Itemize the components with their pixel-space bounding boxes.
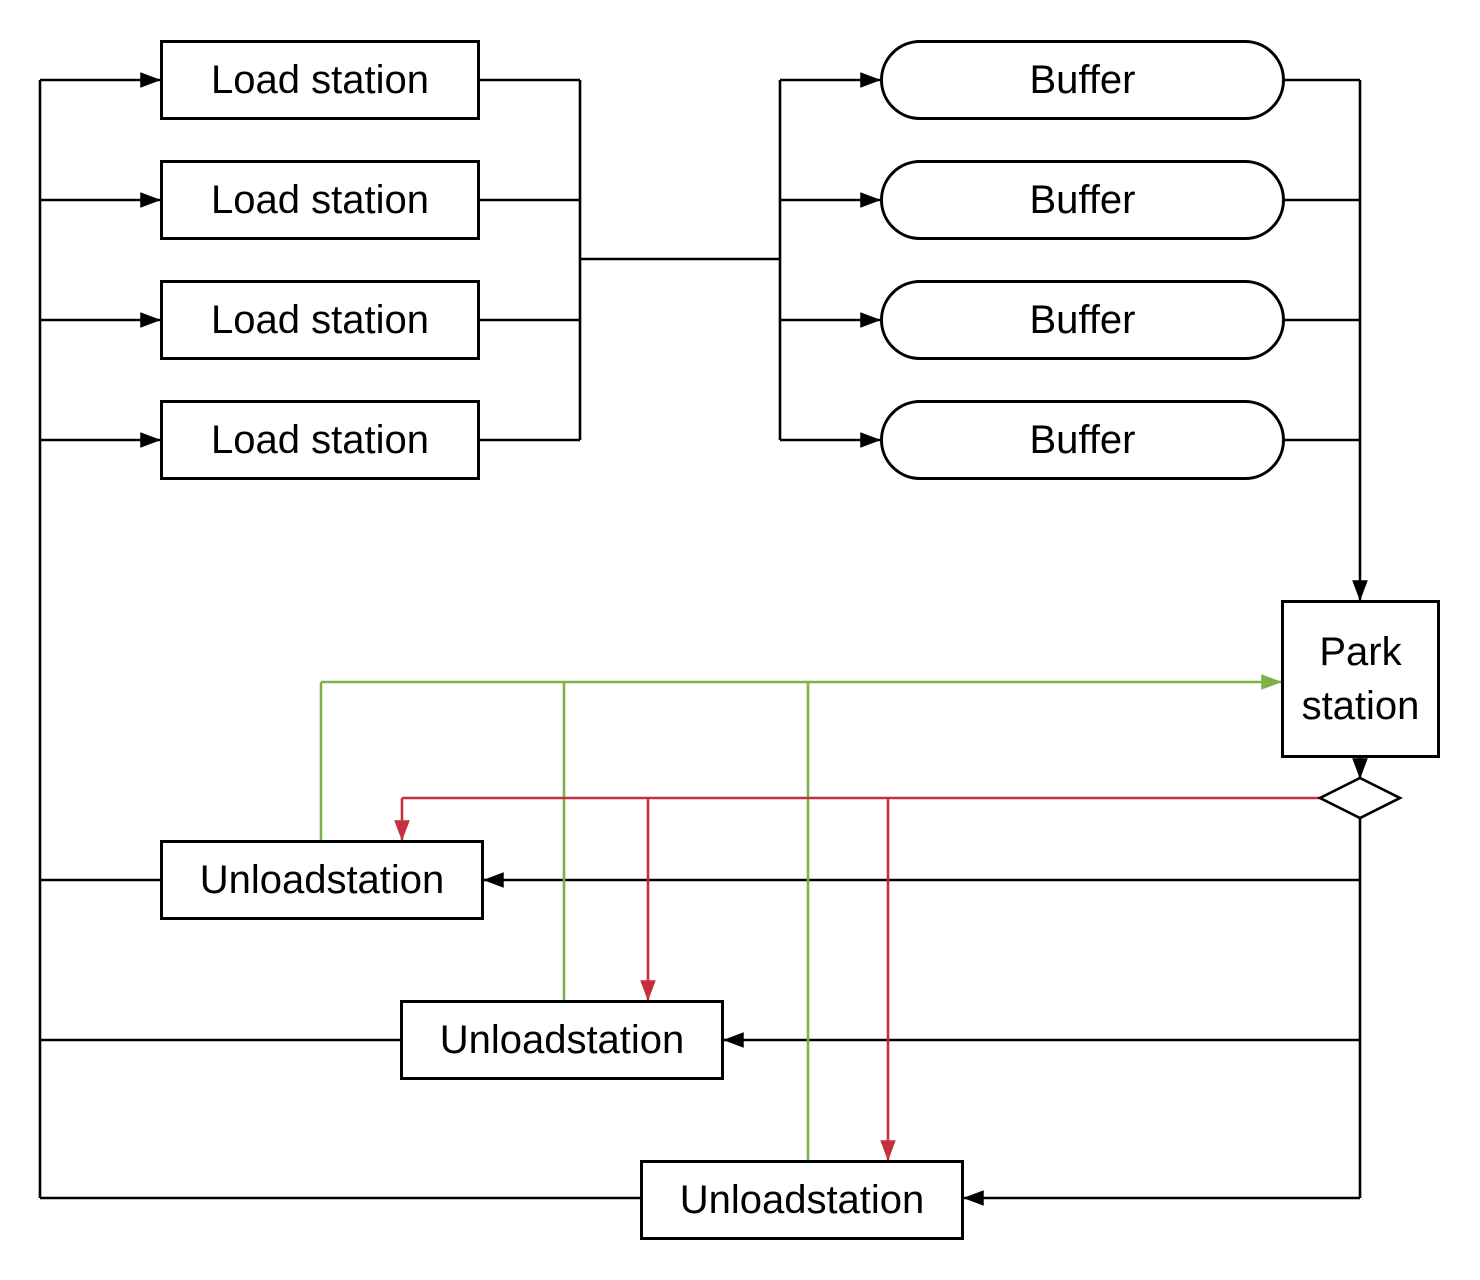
node-unload-station-1: Unloadstation: [160, 840, 484, 920]
node-buffer-4: Buffer: [880, 400, 1285, 480]
node-load-station-2: Load station: [160, 160, 480, 240]
decision-diamond: [1317, 776, 1403, 820]
node-buffer-3: Buffer: [880, 280, 1285, 360]
red-edges: [394, 796, 1322, 1162]
node-unload-station-2: Unloadstation: [400, 1000, 724, 1080]
node-load-station-1: Load station: [160, 40, 480, 120]
green-edges: [319, 674, 1283, 1160]
node-load-station-3: Load station: [160, 280, 480, 360]
node-load-station-4: Load station: [160, 400, 480, 480]
node-park-station: Park station: [1281, 600, 1440, 758]
node-unload-station-3: Unloadstation: [640, 1160, 964, 1240]
node-buffer-1: Buffer: [880, 40, 1285, 120]
black-edges: [38, 72, 1368, 1206]
node-buffer-2: Buffer: [880, 160, 1285, 240]
